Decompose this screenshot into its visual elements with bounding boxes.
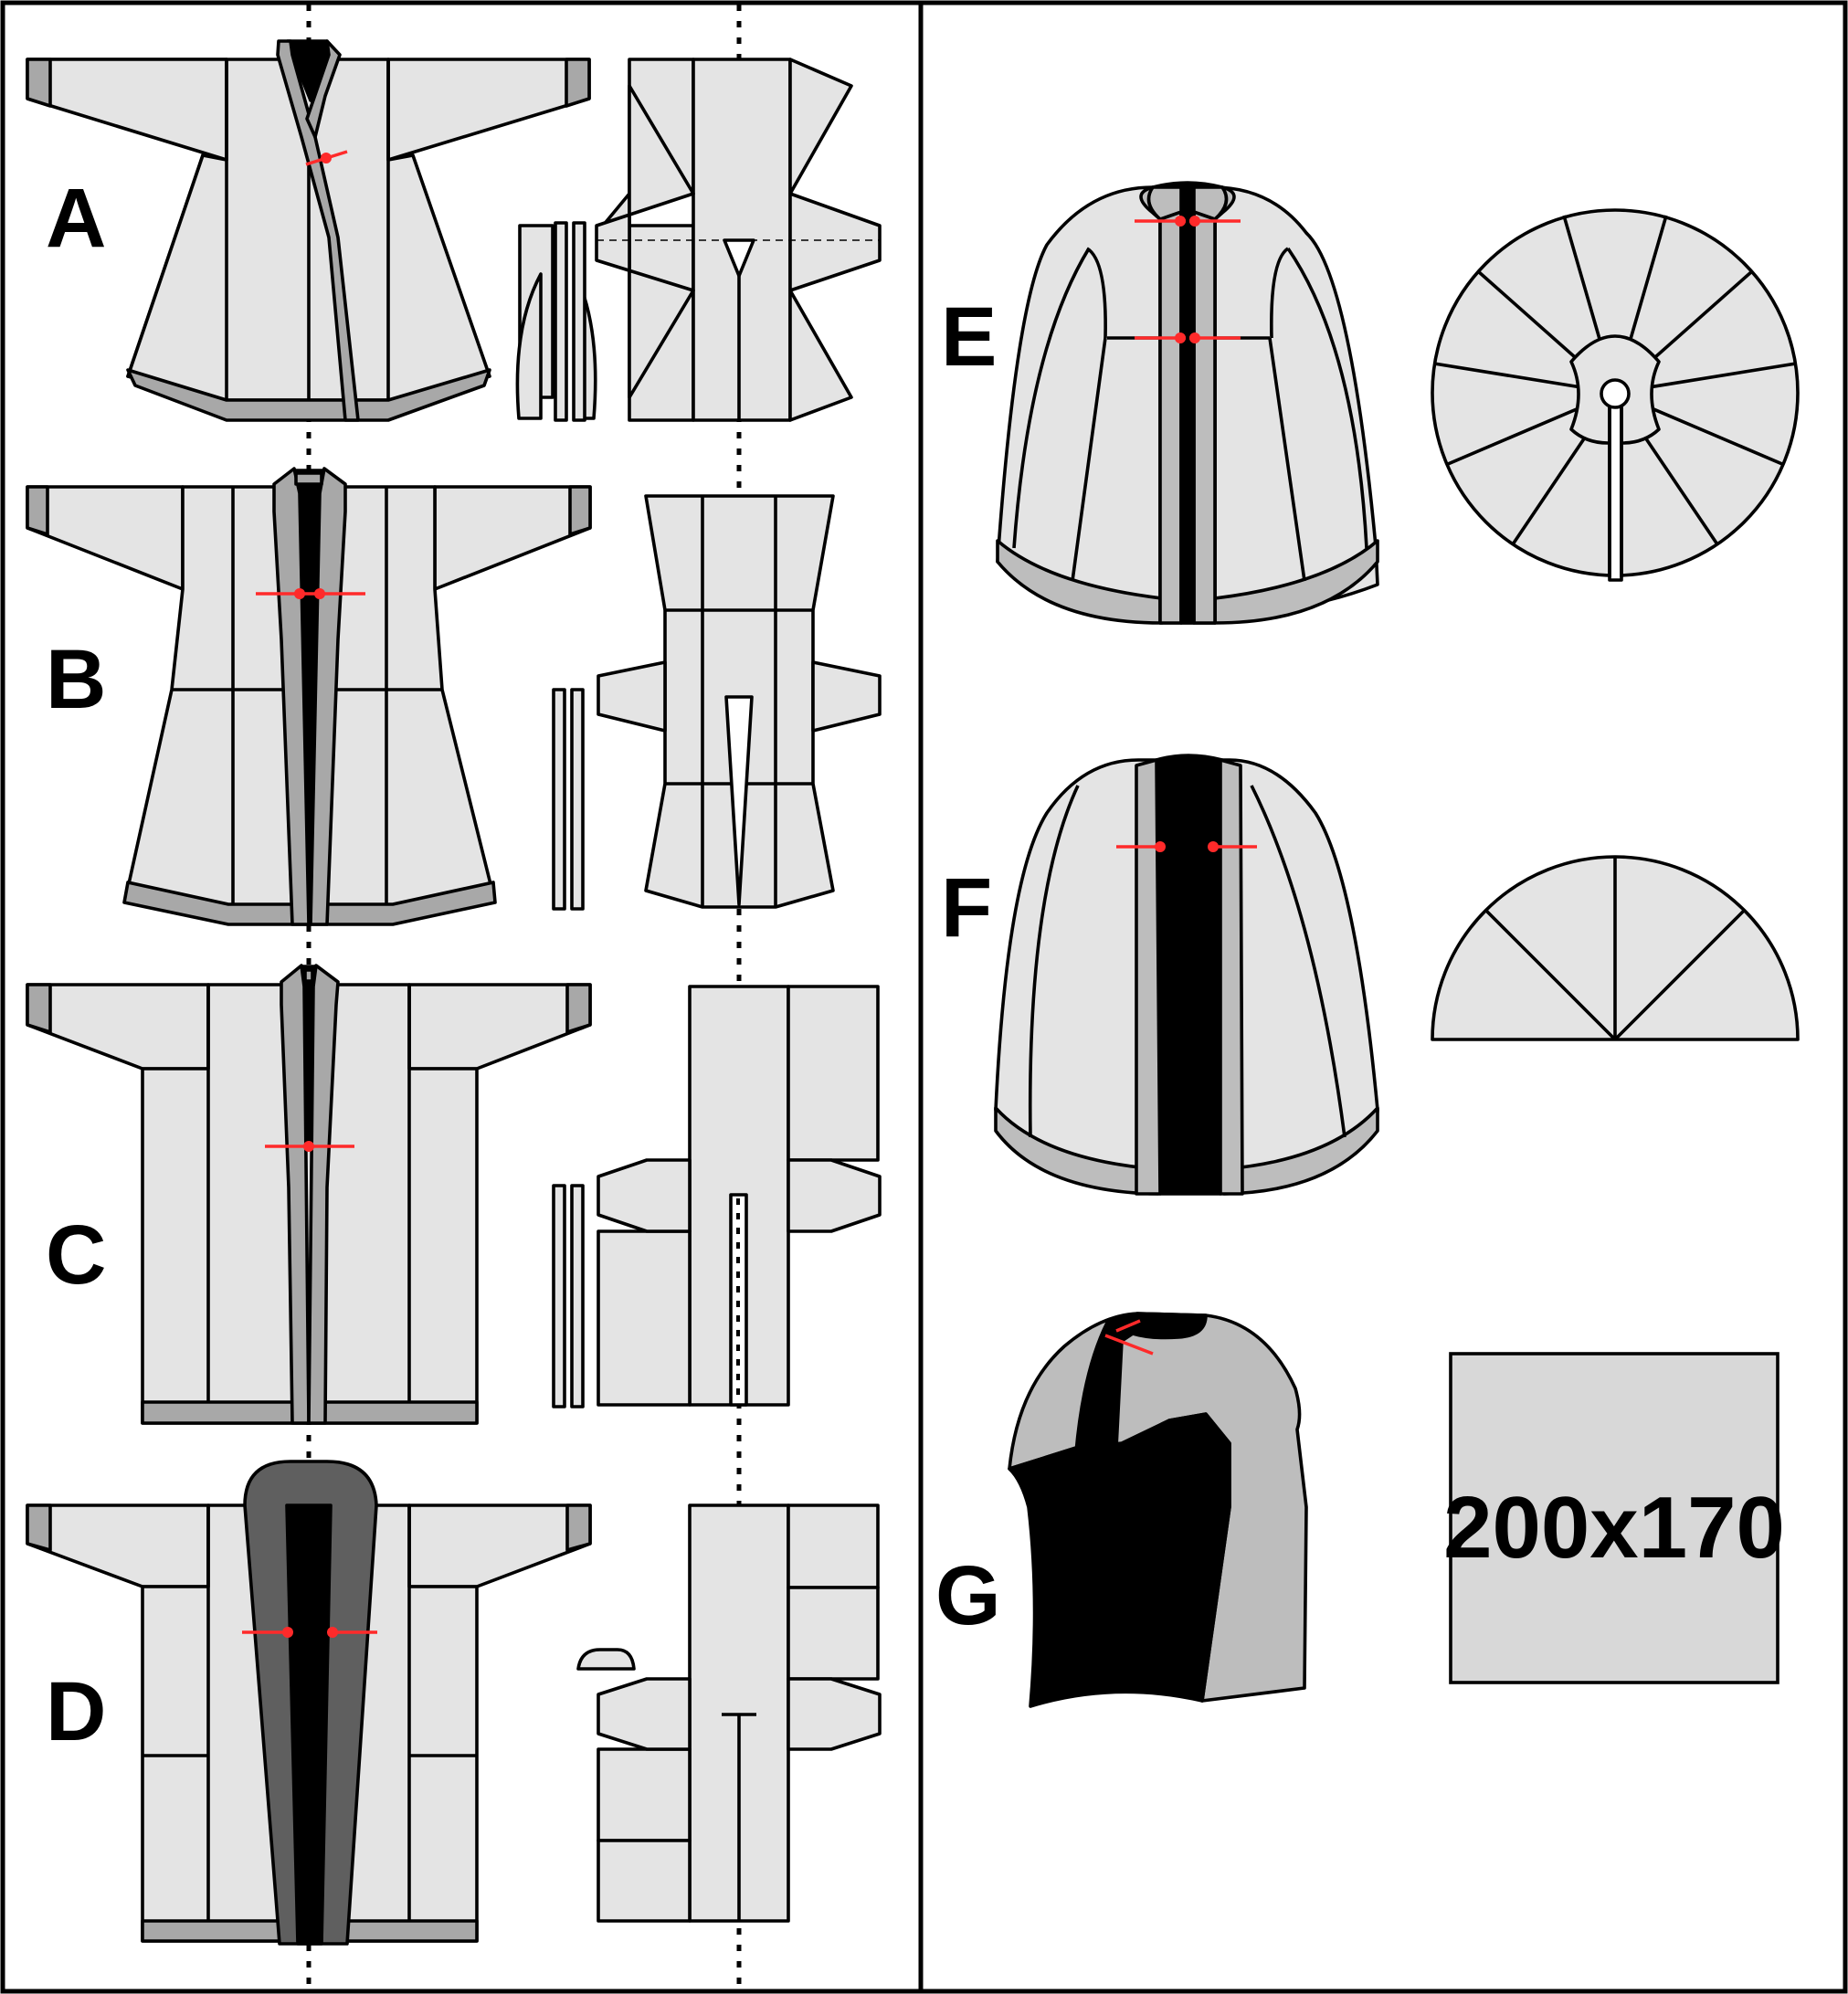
- label-c: C: [46, 1208, 106, 1302]
- pattern-f: [1431, 855, 1800, 1041]
- fabric-size-label: 200x170: [1443, 1479, 1785, 1577]
- label-e: E: [941, 290, 997, 384]
- pattern-e: [1431, 208, 1800, 582]
- label-g: G: [935, 1549, 1001, 1642]
- label-f: F: [941, 861, 992, 955]
- fabric-rectangle: 200x170: [1443, 1352, 1785, 1684]
- label-b: B: [46, 633, 106, 726]
- garment-c: [26, 964, 592, 1425]
- pattern-c: [552, 985, 882, 1408]
- pattern-d: [576, 1503, 882, 1923]
- label-a: A: [46, 172, 106, 265]
- garment-e: [996, 181, 1379, 625]
- garment-g: [1008, 1312, 1308, 1708]
- pattern-b: [552, 494, 882, 911]
- garment-f: [994, 754, 1379, 1196]
- garment-b: [26, 467, 592, 926]
- pattern-a: [515, 58, 882, 422]
- garment-a: [26, 39, 591, 422]
- label-d: D: [46, 1665, 106, 1758]
- garment-d: [26, 1460, 592, 1946]
